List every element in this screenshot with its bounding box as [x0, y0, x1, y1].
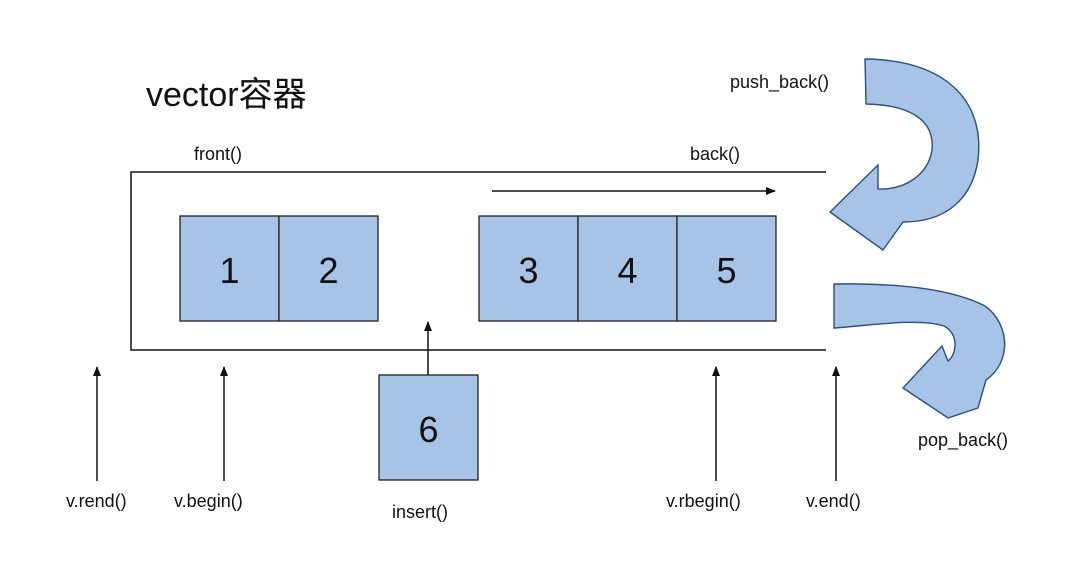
cell-4: 4 — [577, 215, 678, 322]
cell-2: 2 — [278, 215, 379, 322]
cell-4-value: 4 — [617, 250, 637, 291]
rend-label: v.rend() — [66, 491, 127, 511]
insert-label: insert() — [392, 502, 448, 522]
cell-3-value: 3 — [518, 250, 538, 291]
back-label: back() — [690, 144, 740, 164]
cell-1-value: 1 — [219, 250, 239, 291]
push-back-label: push_back() — [730, 72, 829, 93]
end-label: v.end() — [806, 491, 861, 511]
pop-back-label: pop_back() — [918, 430, 1008, 451]
cell-2-value: 2 — [318, 250, 338, 291]
cell-1: 1 — [179, 215, 280, 322]
push-back-curved-arrow-icon — [828, 58, 980, 251]
cell-5-value: 5 — [716, 250, 736, 291]
vector-container-outline — [130, 171, 826, 351]
insert-cell: 6 — [378, 374, 479, 481]
rbegin-label: v.rbegin() — [666, 491, 741, 511]
insert-cell-value: 6 — [418, 409, 438, 450]
cell-3: 3 — [478, 215, 579, 322]
diagram-title: vector容器 — [146, 76, 307, 114]
begin-label: v.begin() — [174, 491, 243, 511]
pop-back-curved-arrow-icon — [833, 283, 1006, 419]
front-label: front() — [194, 144, 242, 164]
cell-5: 5 — [676, 215, 777, 322]
